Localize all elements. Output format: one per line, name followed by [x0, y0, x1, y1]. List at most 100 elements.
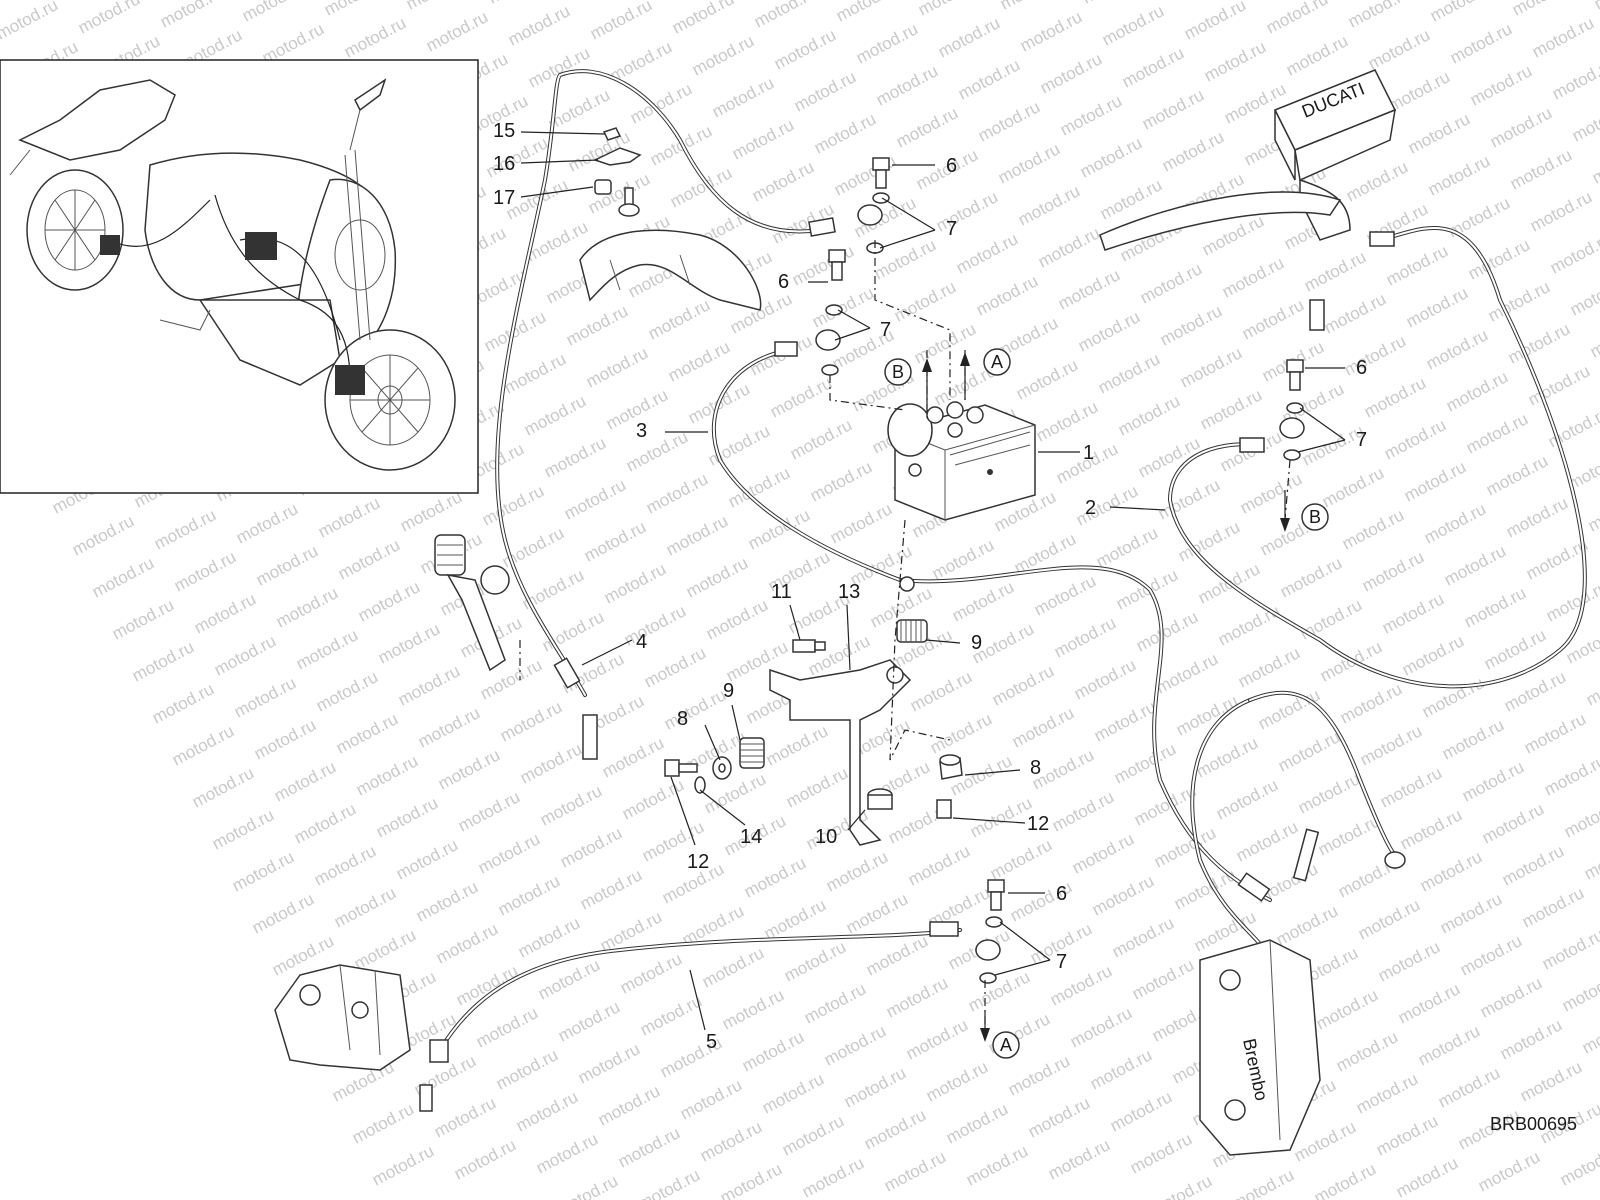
watermark-text: motod.ru — [995, 139, 1063, 187]
callout-15: 15 — [493, 120, 515, 142]
watermark-text: motod.ru — [627, 79, 695, 127]
watermark-text: motod.ru — [1399, 631, 1467, 679]
watermark-text: motod.ru — [495, 871, 563, 919]
watermark-text: motod.ru — [963, 1141, 1031, 1189]
watermark-text: motod.ru — [1527, 187, 1595, 235]
watermark-text: motod.ru — [771, 25, 839, 73]
watermark-text: motod.ru — [1005, 1051, 1073, 1099]
watermark-text: motod.ru — [273, 583, 341, 631]
watermark-text: motod.ru — [809, 283, 877, 331]
watermark-text: motod.ru — [1093, 523, 1161, 571]
watermark-text: motod.ru — [1379, 589, 1447, 637]
watermark-text: motod.ru — [1295, 769, 1363, 817]
watermark-text: motod.ru — [517, 739, 585, 787]
watermark-text: motod.ru — [791, 67, 859, 115]
watermark-text: motod.ru — [943, 1099, 1011, 1147]
watermark-text: motod.ru — [253, 541, 321, 589]
watermark-text: motod.ru — [843, 889, 911, 937]
watermark-text: motod.ru — [781, 937, 849, 985]
watermark-text: motod.ru — [501, 349, 569, 397]
watermark-text: motod.ru — [1181, 0, 1249, 44]
watermark-text: motod.ru — [1151, 823, 1219, 871]
callout-10: 10 — [815, 826, 837, 848]
watermark-text: motod.ru — [853, 19, 921, 67]
abs-modulator-unit — [887, 401, 1036, 521]
watermark-text: motod.ru — [871, 235, 939, 283]
watermark-text: motod.ru — [415, 703, 483, 751]
watermark-text: motod.ru — [745, 505, 813, 553]
watermark-text: motod.ru — [231, 673, 299, 721]
watermark-text: motod.ru — [1161, 0, 1229, 2]
watermark-text: motod.ru — [1045, 1135, 1113, 1183]
watermark-text: motod.ru — [473, 1003, 541, 1051]
watermark-text: motod.ru — [1357, 721, 1425, 769]
watermark-text: motod.ru — [403, 0, 471, 14]
watermark-text: motod.ru — [239, 0, 307, 26]
watermark-text: motod.ru — [355, 577, 423, 625]
watermark-text: motod.ru — [1393, 1153, 1461, 1200]
watermark-text: motod.ru — [783, 763, 851, 811]
watermark-text: motod.ru — [1463, 409, 1531, 457]
watermark-text: motod.ru — [1071, 655, 1139, 703]
watermark-text: motod.ru — [643, 469, 711, 517]
watermark-text: motod.ru — [1333, 1027, 1401, 1075]
watermark-text: motod.ru — [1373, 1111, 1441, 1159]
watermark-text: motod.ru — [1419, 673, 1487, 721]
watermark-text: motod.ru — [157, 0, 225, 32]
watermark-text: motod.ru — [1321, 289, 1389, 337]
watermark-text: motod.ru — [1057, 91, 1125, 139]
watermark-text: motod.ru — [211, 631, 279, 679]
watermark-text: motod.ru — [1383, 241, 1451, 289]
watermark-text: motod.ru — [1033, 397, 1101, 445]
watermark-text: motod.ru — [1567, 271, 1600, 319]
watermark-text: motod.ru — [341, 13, 409, 61]
watermark-text: motod.ru — [1355, 895, 1423, 943]
watermark-text: motod.ru — [1459, 757, 1527, 805]
watermark-text: motod.ru — [1475, 1147, 1543, 1195]
watermark-text: motod.ru — [587, 0, 655, 44]
watermark-text: motod.ru — [1119, 43, 1187, 91]
watermark-text: motod.ru — [1427, 0, 1495, 26]
callout-6a: 6 — [946, 155, 957, 177]
watermark-text: motod.ru — [661, 685, 729, 733]
callout-labels: 1 2 3 4 5 6 6 6 6 7 7 7 7 8 8 9 9 10 11 … — [493, 120, 1367, 1053]
watermark-text: motod.ru — [1403, 283, 1471, 331]
watermark-text: motod.ru — [1497, 1015, 1565, 1063]
watermark-text: motod.ru — [1297, 595, 1365, 643]
watermark-text: motod.ru — [1133, 607, 1201, 655]
watermark-text: motod.ru — [1499, 841, 1567, 889]
callout-17: 17 — [493, 187, 515, 209]
callout-5: 5 — [706, 1031, 717, 1053]
watermark-text: motod.ru — [557, 823, 625, 871]
watermark-text: motod.ru — [759, 1069, 827, 1117]
watermark-text: motod.ru — [1229, 1165, 1297, 1200]
watermark-text: motod.ru — [1319, 463, 1387, 511]
watermark-text: motod.ru — [1067, 1003, 1135, 1051]
watermark-text: motod.ru — [539, 607, 607, 655]
watermark-text: motod.ru — [1525, 361, 1593, 409]
watermark-text: motod.ru — [1173, 691, 1241, 739]
watermark-text: motod.ru — [1443, 367, 1511, 415]
watermark-text: motod.ru — [1009, 703, 1077, 751]
watermark-text: motod.ru — [863, 931, 931, 979]
watermark-text: motod.ru — [1487, 103, 1555, 151]
watermark-text: motod.ru — [233, 499, 301, 547]
watermark-text: motod.ru — [635, 1165, 703, 1200]
watermark-text: motod.ru — [989, 661, 1057, 709]
watermark-text: motod.ru — [1353, 1069, 1421, 1117]
watermark-text: motod.ru — [315, 493, 383, 541]
watermark-text: motod.ru — [369, 1141, 437, 1189]
watermark-text: motod.ru — [1579, 1009, 1600, 1057]
watermark-text: motod.ru — [811, 109, 879, 157]
callout-3: 3 — [636, 420, 647, 442]
reference-markers: A B B A — [884, 348, 1329, 1059]
watermark-text: motod.ru — [1301, 247, 1369, 295]
watermark-text: motod.ru — [1277, 553, 1345, 601]
watermark-text: motod.ru — [293, 625, 361, 673]
watermark-text: motod.ru — [1461, 583, 1529, 631]
watermark-text: motod.ru — [1559, 967, 1600, 1015]
watermark-text: motod.ru — [567, 0, 635, 2]
watermark-text: motod.ru — [1077, 133, 1145, 181]
watermark-text: motod.ru — [0, 0, 61, 44]
watermark-text: motod.ru — [621, 601, 689, 649]
